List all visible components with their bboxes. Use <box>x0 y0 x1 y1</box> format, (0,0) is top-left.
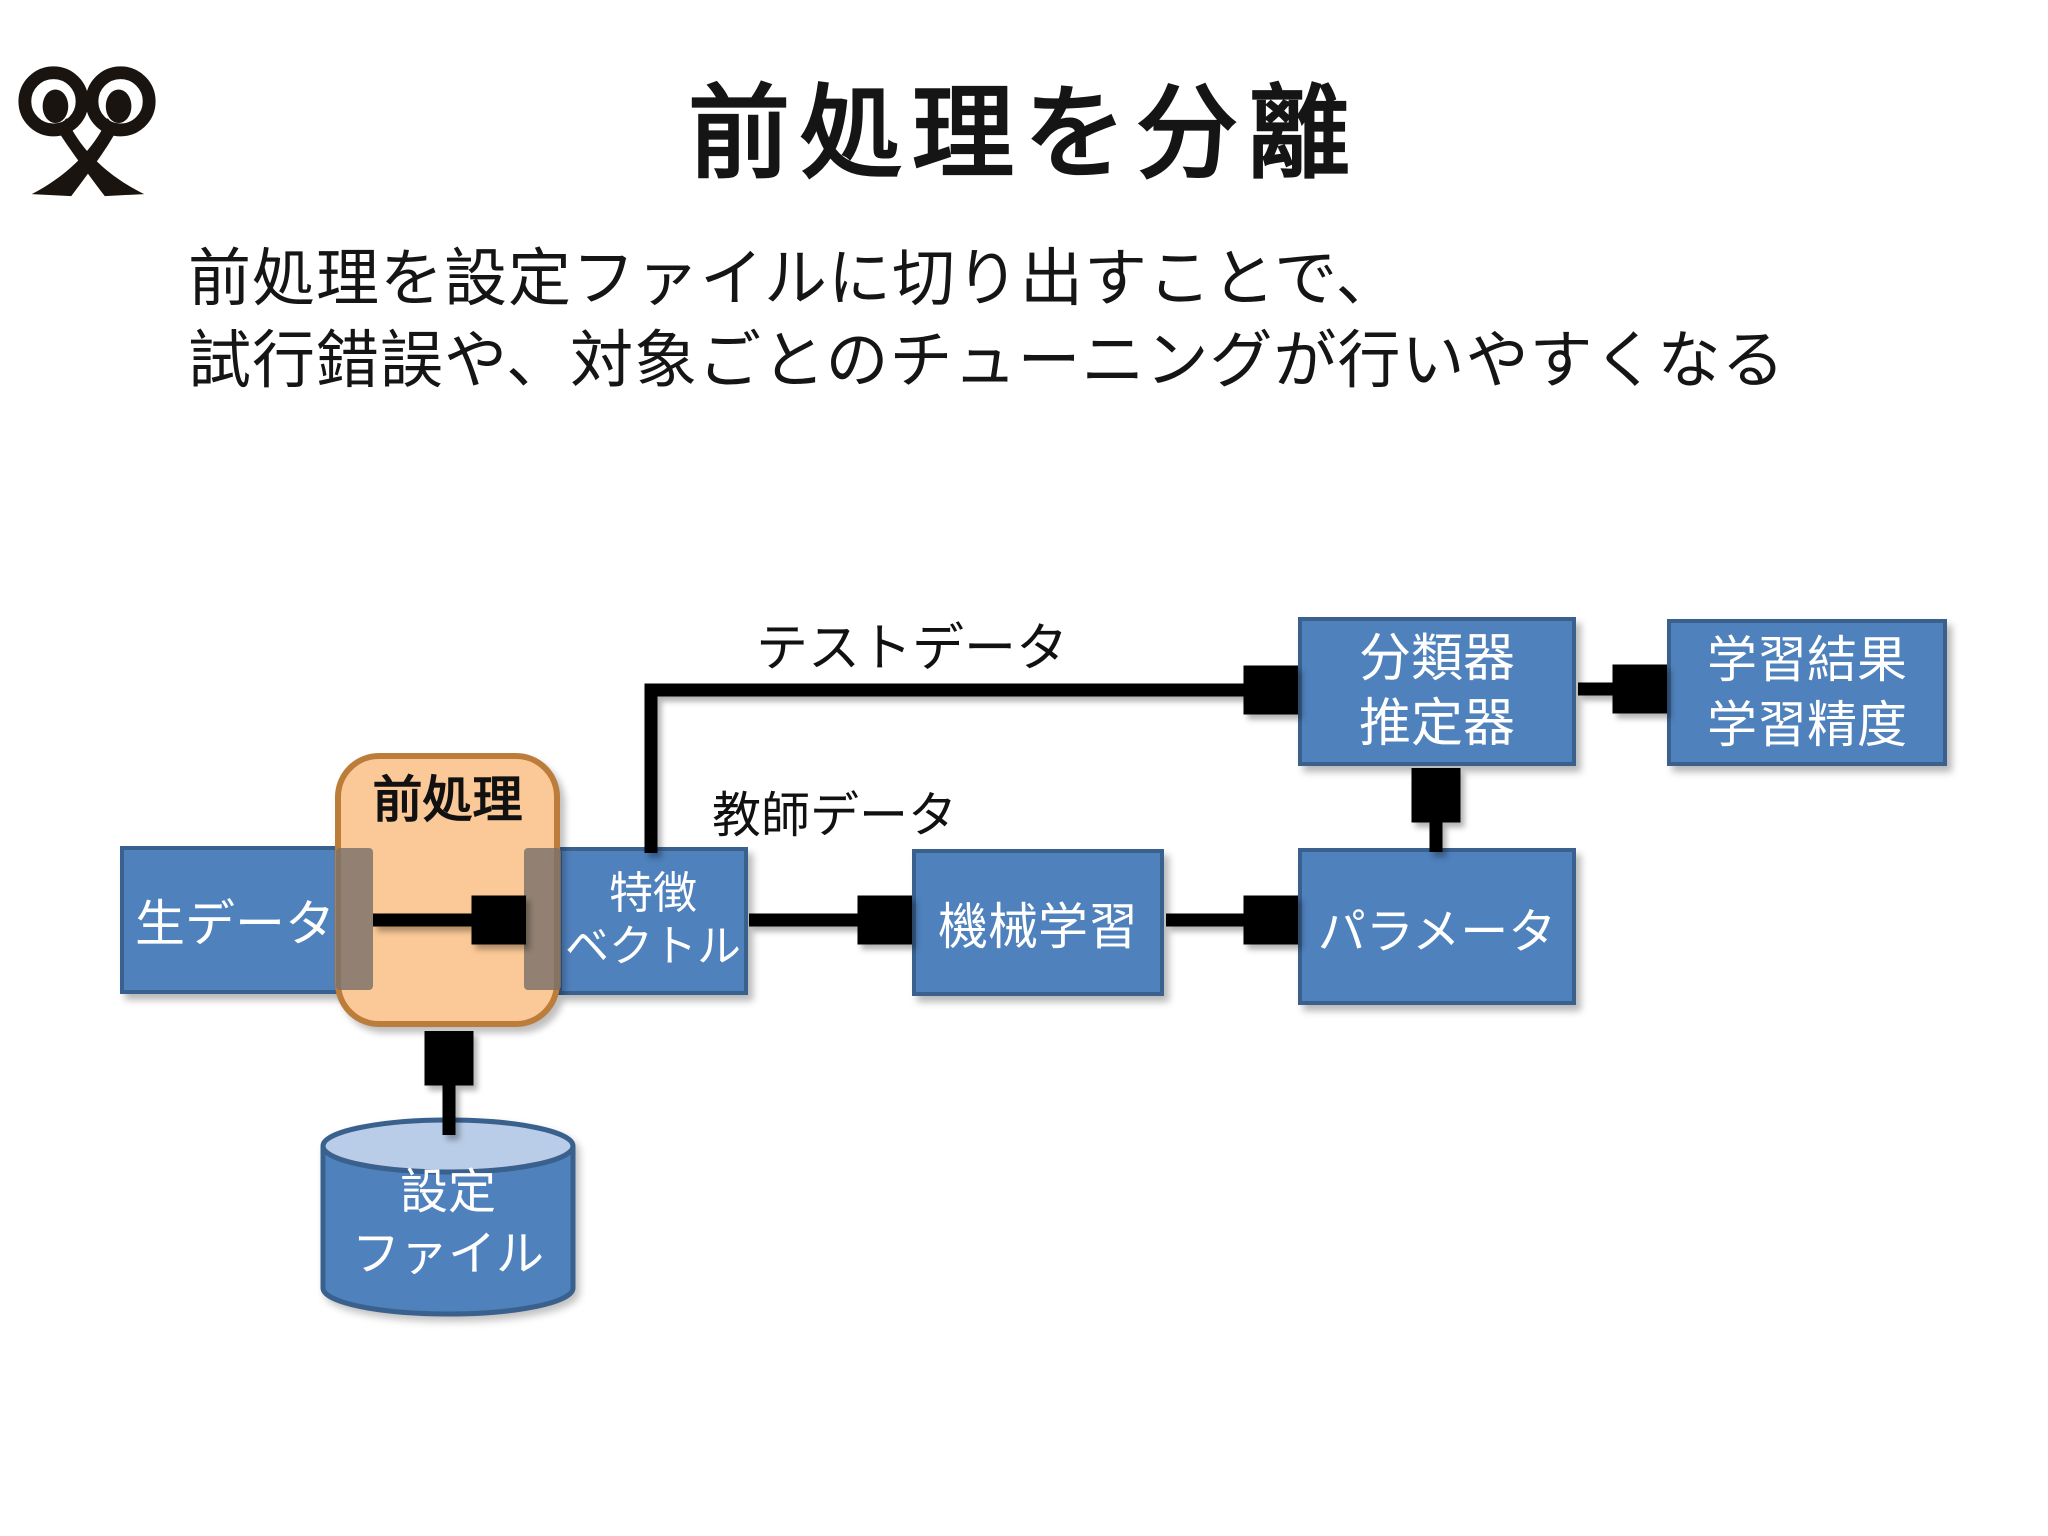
node-parameters: パラメータ <box>1298 848 1576 1005</box>
node-config-file: 設定 ファイル <box>323 1162 573 1286</box>
node-classifier-line1: 分類器 <box>1358 629 1515 688</box>
node-learning-result-line1: 学習結果 <box>1707 631 1907 688</box>
node-learning-result: 学習結果 学習精度 <box>1667 619 1947 766</box>
node-feature-vector-line2: ベクトル <box>565 922 741 971</box>
edge-label-teacher-data: 教師データ <box>712 789 958 843</box>
node-raw-data: 生データ <box>120 846 350 994</box>
node-machine-learning: 機械学習 <box>912 849 1164 996</box>
node-classifier-line2: 推定器 <box>1358 694 1515 753</box>
scissors-logo-icon <box>18 66 156 197</box>
node-learning-result-line2: 学習精度 <box>1707 696 1907 753</box>
node-feature-vector: 特徴 ベクトル <box>558 847 748 995</box>
node-classifier-estimator: 分類器 推定器 <box>1298 617 1576 766</box>
node-machine-learning-label: 機械学習 <box>938 898 1138 955</box>
node-config-file-line2: ファイル <box>351 1228 544 1281</box>
node-raw-data-label: 生データ <box>135 896 335 952</box>
node-config-file-line1: 設定 <box>399 1166 496 1219</box>
subtitle-line-1: 前処理を設定ファイルに切り出すことで、 <box>188 244 1400 314</box>
slide-title: 前処理を分離 <box>688 77 1360 191</box>
node-parameters-label: パラメータ <box>1317 905 1557 959</box>
subtitle-line-2: 試行錯誤や、対象ごとのチューニングが行いやすくなる <box>188 326 1786 396</box>
preprocess-group-label: 前処理 <box>372 772 523 828</box>
edge-label-test-data: テストデータ <box>756 620 1069 678</box>
preprocess-output-port-bar <box>524 848 561 990</box>
preprocess-input-port-bar <box>336 848 373 990</box>
slide-subtitle: 前処理を設定ファイルに切り出すことで、 試行錯誤や、対象ごとのチューニングが行い… <box>188 238 1785 402</box>
node-feature-vector-line1: 特徴 <box>609 869 697 919</box>
